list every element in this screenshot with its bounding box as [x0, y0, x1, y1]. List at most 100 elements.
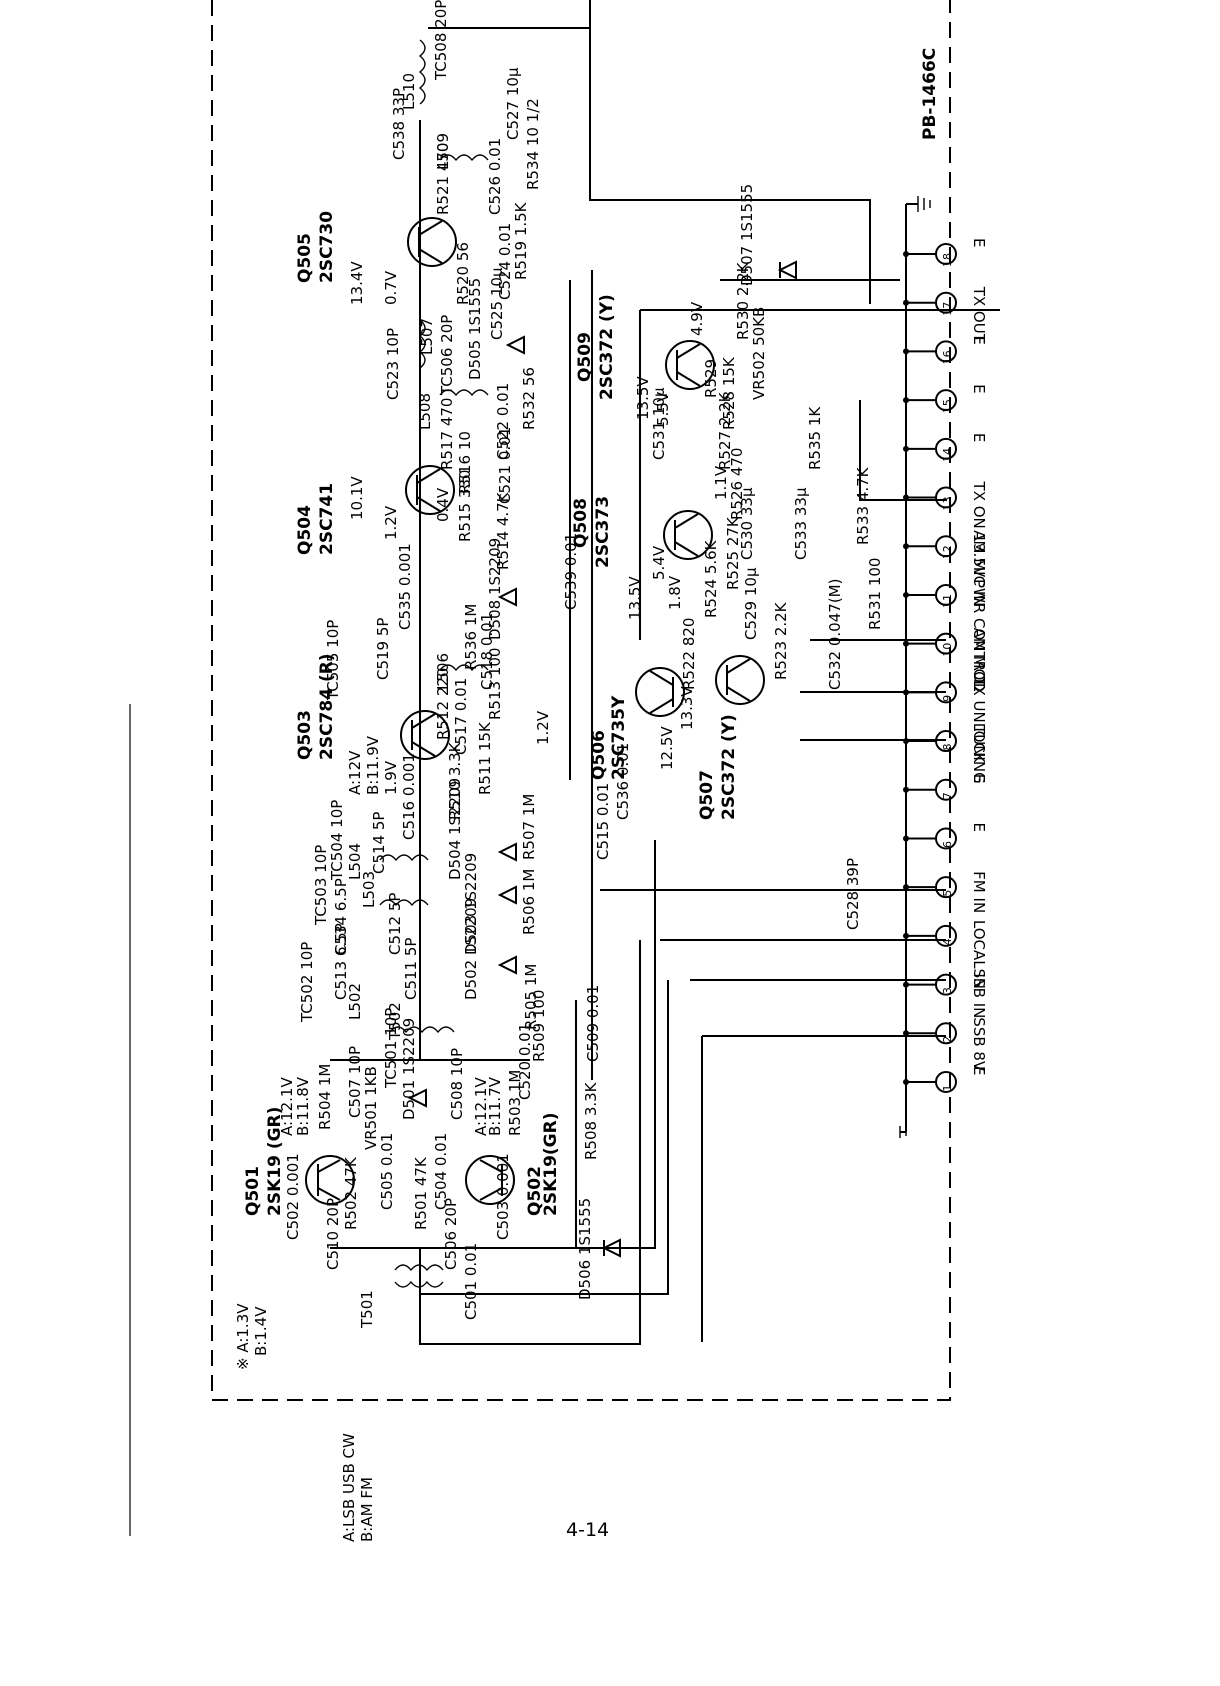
q505-labels: Q505 2SC730 13.4V 0.7V	[295, 211, 400, 305]
label-tc501: TC501 10P	[382, 1008, 400, 1089]
q505-v2: 0.7V	[382, 270, 400, 305]
q506-labels: Q506 2SC735Y 13.5V 12.5V 13.3V	[589, 576, 696, 780]
pin-circle	[935, 535, 957, 558]
label-tc502: TC502 10P	[298, 942, 316, 1023]
label-d505: D505 1S1555	[466, 278, 484, 380]
label-r515: R515 330	[456, 470, 474, 542]
pin-number: 12	[941, 545, 954, 559]
q503-ref: Q503	[295, 710, 315, 760]
label-c511: C511 5P	[402, 938, 420, 1000]
label-t501: T501	[358, 1290, 376, 1329]
label-tc504: TC504 10P	[328, 800, 346, 881]
pin-label: SSB IN	[970, 969, 988, 1019]
q501-v1: A:12.1V	[278, 1077, 296, 1136]
label-r510: R510 3.3K	[446, 741, 464, 820]
connector-pin-18: 18E	[903, 238, 988, 267]
label-tc506: TC506 20P	[438, 315, 456, 396]
q507-labels: Q507 2SC372 (Y)	[697, 714, 739, 820]
label-d508: D508 1S2209	[486, 538, 504, 640]
q508-v2: 1.8V	[666, 575, 684, 610]
pin-label: LOCAL IN	[970, 920, 988, 989]
pin-junction	[903, 932, 909, 939]
pin-label: FM IN	[970, 871, 988, 913]
pin-label: PWR CONTROL	[970, 579, 988, 692]
label-r529: R529	[702, 359, 720, 398]
label-c530: C530 33μ	[738, 487, 756, 560]
label-r503: R503 1M	[506, 1070, 524, 1136]
voltage-note: ※ A:1.3V B:1.4V	[234, 1303, 270, 1370]
label-l506: L506	[434, 653, 452, 690]
connector-pin-16: 16E	[903, 335, 988, 364]
q503-v2: B:11.9V	[364, 735, 382, 795]
passive-symbols	[379, 39, 797, 1288]
q502-ref: Q502	[525, 1166, 545, 1216]
pin-junction	[903, 1030, 909, 1037]
q508-v1: 5.4V	[650, 545, 668, 580]
label-r506: R506 1M	[520, 869, 538, 935]
pin-junction	[903, 835, 909, 842]
q504-ref: Q504	[295, 505, 315, 555]
label-r519: R519 1.5K	[512, 201, 530, 280]
q503-v1: A:12V	[346, 750, 364, 795]
label-r514: R514 4.7K	[494, 491, 512, 570]
q506-type: 2SC735Y	[609, 695, 629, 780]
label-c522: C522 0.01	[494, 383, 512, 460]
interconnect-wiring	[330, 0, 1000, 1345]
label-r536: R536 1M	[462, 604, 480, 670]
q504-v3: 0.4V	[434, 487, 452, 522]
q505-type: 2SC730	[317, 211, 337, 283]
pin-circle	[935, 583, 957, 606]
pin-circle	[935, 1071, 957, 1093]
label-r517: R517 470	[438, 398, 456, 470]
label-r509: R509 100	[530, 990, 548, 1062]
q509-labels: Q509 2SC372 (Y) 13.5V 5.5V 4.9V	[575, 294, 706, 426]
label-tc503: TC503 10P	[312, 845, 330, 926]
label-r507: R507 1M	[520, 794, 538, 860]
pin-junction	[903, 738, 909, 745]
pin-circle	[935, 1022, 957, 1045]
label-r527: R527 2.2K	[716, 391, 734, 470]
pin-number: 16	[941, 350, 954, 364]
label-r522: R522 820	[680, 618, 698, 690]
mode-legend: A:LSB USB CW B:AM FM	[340, 1433, 376, 1542]
label-l507: L507	[418, 318, 436, 355]
q508-symbol	[663, 510, 713, 560]
q505-symbol	[407, 217, 457, 267]
connector-pin-14: 14E	[903, 433, 988, 462]
q508-v3: 1.1V	[712, 465, 730, 500]
label-c502: C502 0.001	[284, 1153, 302, 1240]
board-id: PB-1466C	[920, 48, 940, 140]
mode-line-b: B:AM FM	[358, 1477, 376, 1542]
label-c539: C539 0.01	[562, 533, 580, 610]
pin-number: 9	[941, 695, 954, 702]
label-l508: L508	[416, 393, 434, 430]
pin-label: AM MIC IN	[970, 530, 988, 606]
label-r501: R501 47K	[412, 1156, 430, 1230]
q501-v2: B:11.8V	[294, 1076, 312, 1136]
label-c517: C517 0.01	[452, 678, 470, 755]
q507-ref: Q507	[697, 770, 717, 820]
pin-circle	[935, 389, 957, 412]
pin-label: TX ON 13.5V	[970, 481, 988, 578]
q506-v1: 13.5V	[626, 576, 644, 620]
pin-junction	[903, 348, 909, 355]
pin-label: SSB 8V	[970, 1017, 988, 1072]
pin-junction	[903, 445, 909, 452]
pin-number: 1	[941, 1085, 954, 1092]
label-l509: L509	[434, 133, 452, 170]
pin-number: 7	[941, 792, 954, 799]
label-r511: R511 15K	[476, 721, 494, 795]
pin-junction	[903, 397, 909, 404]
connector-bus	[899, 196, 931, 1138]
label-r535: R535 1K	[806, 406, 824, 470]
label-c519: C519 5P	[374, 618, 392, 680]
q509-symbol	[665, 340, 715, 390]
mode-line-a: A:LSB USB CW	[340, 1433, 358, 1542]
